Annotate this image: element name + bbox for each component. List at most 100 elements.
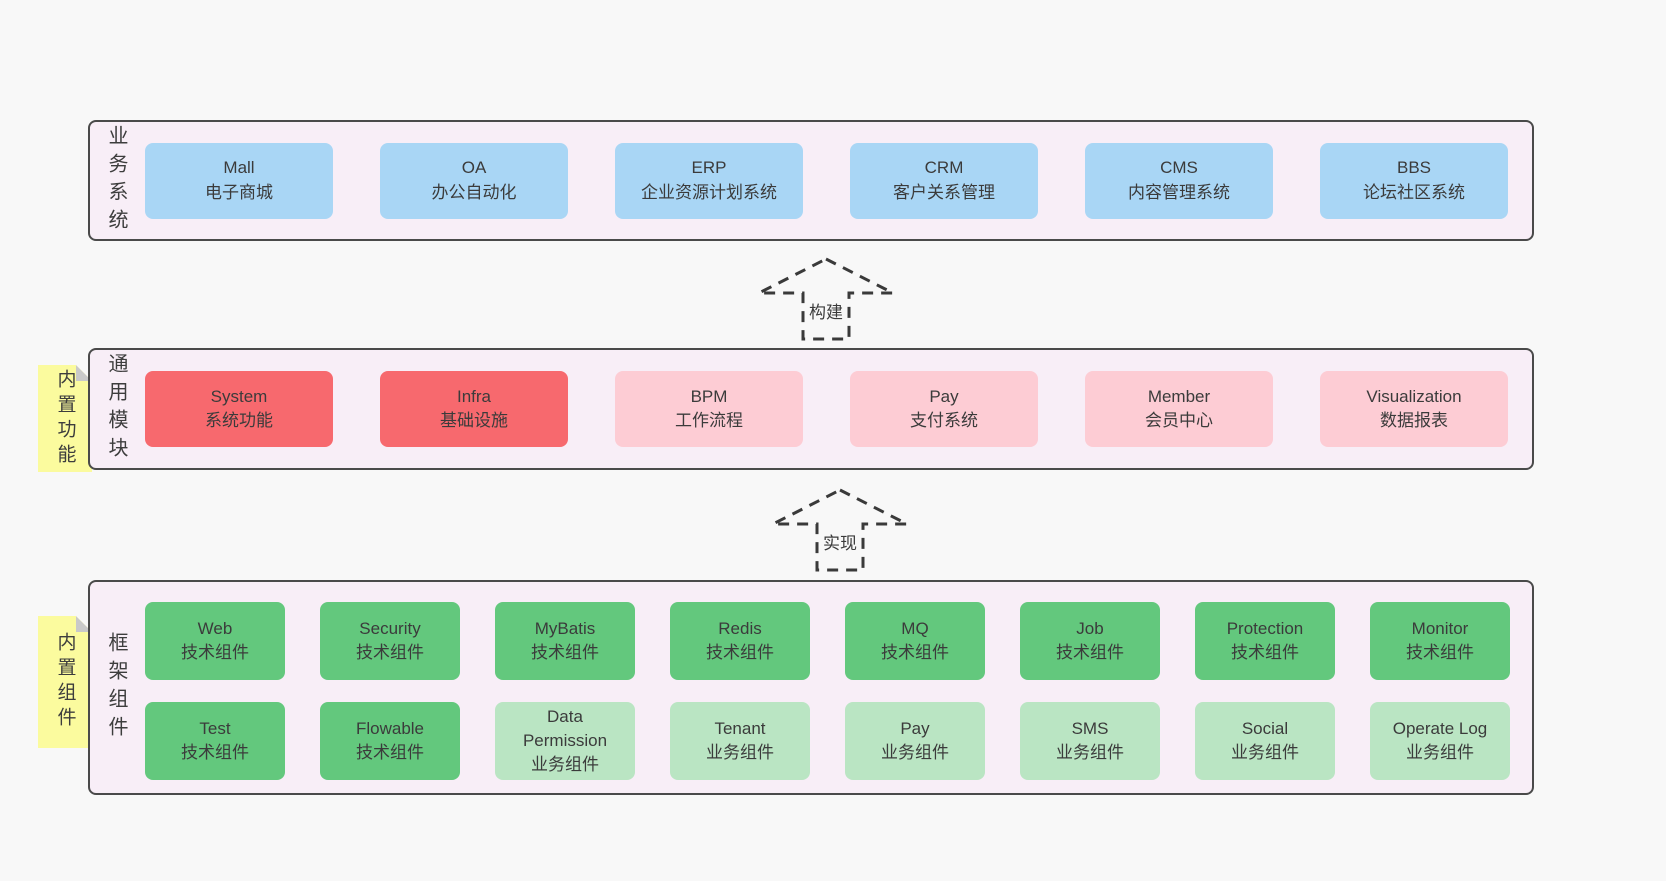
panel-components-label: 框架组件 <box>105 631 127 744</box>
panel-business-systems: 业务系统 Mall 电子商城 OA 办公自动化 ERP 企业资源计划系统 CRM… <box>88 120 1534 241</box>
node-desc: 技术组件 <box>181 643 249 662</box>
node-desc: 企业资源计划系统 <box>641 182 777 202</box>
node-name: OA <box>461 158 487 178</box>
node-name: System <box>210 386 268 406</box>
node-web: Web 技术组件 <box>145 602 285 680</box>
node-name: Tenant <box>714 718 766 738</box>
node-operate-log: Operate Log 业务组件 <box>1370 702 1510 780</box>
node-desc: 技术组件 <box>881 643 949 662</box>
node-bpm: BPM 工作流程 <box>615 371 803 447</box>
modules-row: System 系统功能 Infra 基础设施 BPM 工作流程 Pay 支付系统… <box>145 371 1508 447</box>
panel-common-modules: 通用模块 System 系统功能 Infra 基础设施 BPM 工作流程 Pay… <box>88 348 1534 470</box>
node-pay-component: Pay 业务组件 <box>845 702 985 780</box>
node-name: SMS <box>1071 718 1109 738</box>
node-desc: 技术组件 <box>356 643 424 662</box>
node-desc: 数据报表 <box>1380 411 1448 430</box>
node-name: Data Permission <box>522 706 608 750</box>
node-name: ERP <box>691 158 727 178</box>
components-row-2: Test 技术组件 Flowable 技术组件 Data Permission … <box>145 702 1510 780</box>
build-arrow: 构建 <box>756 256 896 342</box>
node-desc: 技术组件 <box>1056 643 1124 662</box>
business-row: Mall 电子商城 OA 办公自动化 ERP 企业资源计划系统 CRM 客户关系… <box>145 142 1508 219</box>
node-desc: 业务组件 <box>1056 743 1124 762</box>
node-desc: 工作流程 <box>675 411 743 430</box>
panel-modules-label: 通用模块 <box>105 353 127 465</box>
node-name: Web <box>197 618 233 638</box>
implement-arrow-label: 实现 <box>820 529 860 554</box>
node-desc: 客户关系管理 <box>893 182 995 202</box>
node-mq: MQ 技术组件 <box>845 602 985 680</box>
node-mybatis: MyBatis 技术组件 <box>495 602 635 680</box>
node-desc: 技术组件 <box>706 643 774 662</box>
node-desc: 内容管理系统 <box>1128 182 1230 202</box>
node-name: Social <box>1241 718 1289 738</box>
node-social: Social 业务组件 <box>1195 702 1335 780</box>
node-desc: 技术组件 <box>1406 643 1474 662</box>
node-monitor: Monitor 技术组件 <box>1370 602 1510 680</box>
dashed-up-arrow-icon <box>758 257 894 341</box>
node-system: System 系统功能 <box>145 371 333 447</box>
node-name: MQ <box>901 618 929 638</box>
node-job: Job 技术组件 <box>1020 602 1160 680</box>
node-name: BBS <box>1396 158 1432 178</box>
node-desc: 技术组件 <box>1231 643 1299 662</box>
node-desc: 会员中心 <box>1145 411 1213 430</box>
node-desc: 电子商城 <box>205 182 273 202</box>
node-name: Mall <box>223 158 255 178</box>
panel-business-label: 业务系统 <box>105 124 127 237</box>
node-desc: 业务组件 <box>881 743 949 762</box>
node-desc: 技术组件 <box>356 743 424 762</box>
node-name: Visualization <box>1366 386 1462 406</box>
node-desc: 支付系统 <box>910 411 978 430</box>
node-tenant: Tenant 业务组件 <box>670 702 810 780</box>
node-name: MyBatis <box>534 618 596 638</box>
node-pay-system: Pay 支付系统 <box>850 371 1038 447</box>
dashed-up-arrow-icon <box>772 488 908 572</box>
node-name: Flowable <box>355 718 425 738</box>
node-name: Member <box>1147 386 1211 406</box>
node-desc: 技术组件 <box>531 643 599 662</box>
build-arrow-label: 构建 <box>806 298 846 323</box>
node-name: Security <box>359 618 421 638</box>
node-crm: CRM 客户关系管理 <box>850 142 1038 219</box>
panel-framework-components: 框架组件 Web 技术组件 Security 技术组件 MyBatis 技术组件… <box>88 580 1534 795</box>
node-name: Redis <box>718 618 762 638</box>
components-row-1: Web 技术组件 Security 技术组件 MyBatis 技术组件 Redi… <box>145 602 1510 680</box>
node-desc: 业务组件 <box>1406 743 1474 762</box>
node-desc: 基础设施 <box>440 411 508 430</box>
node-name: CRM <box>924 158 964 178</box>
node-desc: 办公自动化 <box>431 182 517 202</box>
node-bbs: BBS 论坛社区系统 <box>1320 142 1508 219</box>
node-name: Test <box>199 718 231 738</box>
implement-arrow: 实现 <box>770 487 910 573</box>
node-name: BPM <box>690 386 728 406</box>
sticky-note-text: 内置组件 <box>54 632 76 732</box>
node-erp: ERP 企业资源计划系统 <box>615 142 803 219</box>
node-flowable: Flowable 技术组件 <box>320 702 460 780</box>
node-desc: 业务组件 <box>706 743 774 762</box>
node-name: Protection <box>1226 618 1304 638</box>
sticky-note-builtin-features: 内置功能 <box>38 365 92 472</box>
node-infra: Infra 基础设施 <box>380 371 568 447</box>
node-visualization: Visualization 数据报表 <box>1320 371 1508 447</box>
node-cms: CMS 内容管理系统 <box>1085 142 1273 219</box>
node-sms: SMS 业务组件 <box>1020 702 1160 780</box>
node-member: Member 会员中心 <box>1085 371 1273 447</box>
node-oa: OA 办公自动化 <box>380 142 568 219</box>
node-name: Pay <box>929 386 959 406</box>
sticky-note-text: 内置功能 <box>54 368 76 469</box>
node-desc: 业务组件 <box>531 755 599 775</box>
node-name: Pay <box>900 718 930 738</box>
node-name: Job <box>1076 618 1104 638</box>
node-desc: 业务组件 <box>1231 743 1299 762</box>
node-name: Operate Log <box>1392 718 1488 738</box>
node-name: CMS <box>1160 158 1198 178</box>
node-desc: 论坛社区系统 <box>1363 182 1465 202</box>
node-desc: 技术组件 <box>181 743 249 762</box>
sticky-note-builtin-components: 内置组件 <box>38 616 92 748</box>
node-desc: 系统功能 <box>205 411 273 430</box>
node-protection: Protection 技术组件 <box>1195 602 1335 680</box>
node-name: Infra <box>456 386 492 406</box>
node-name: Monitor <box>1411 618 1469 638</box>
